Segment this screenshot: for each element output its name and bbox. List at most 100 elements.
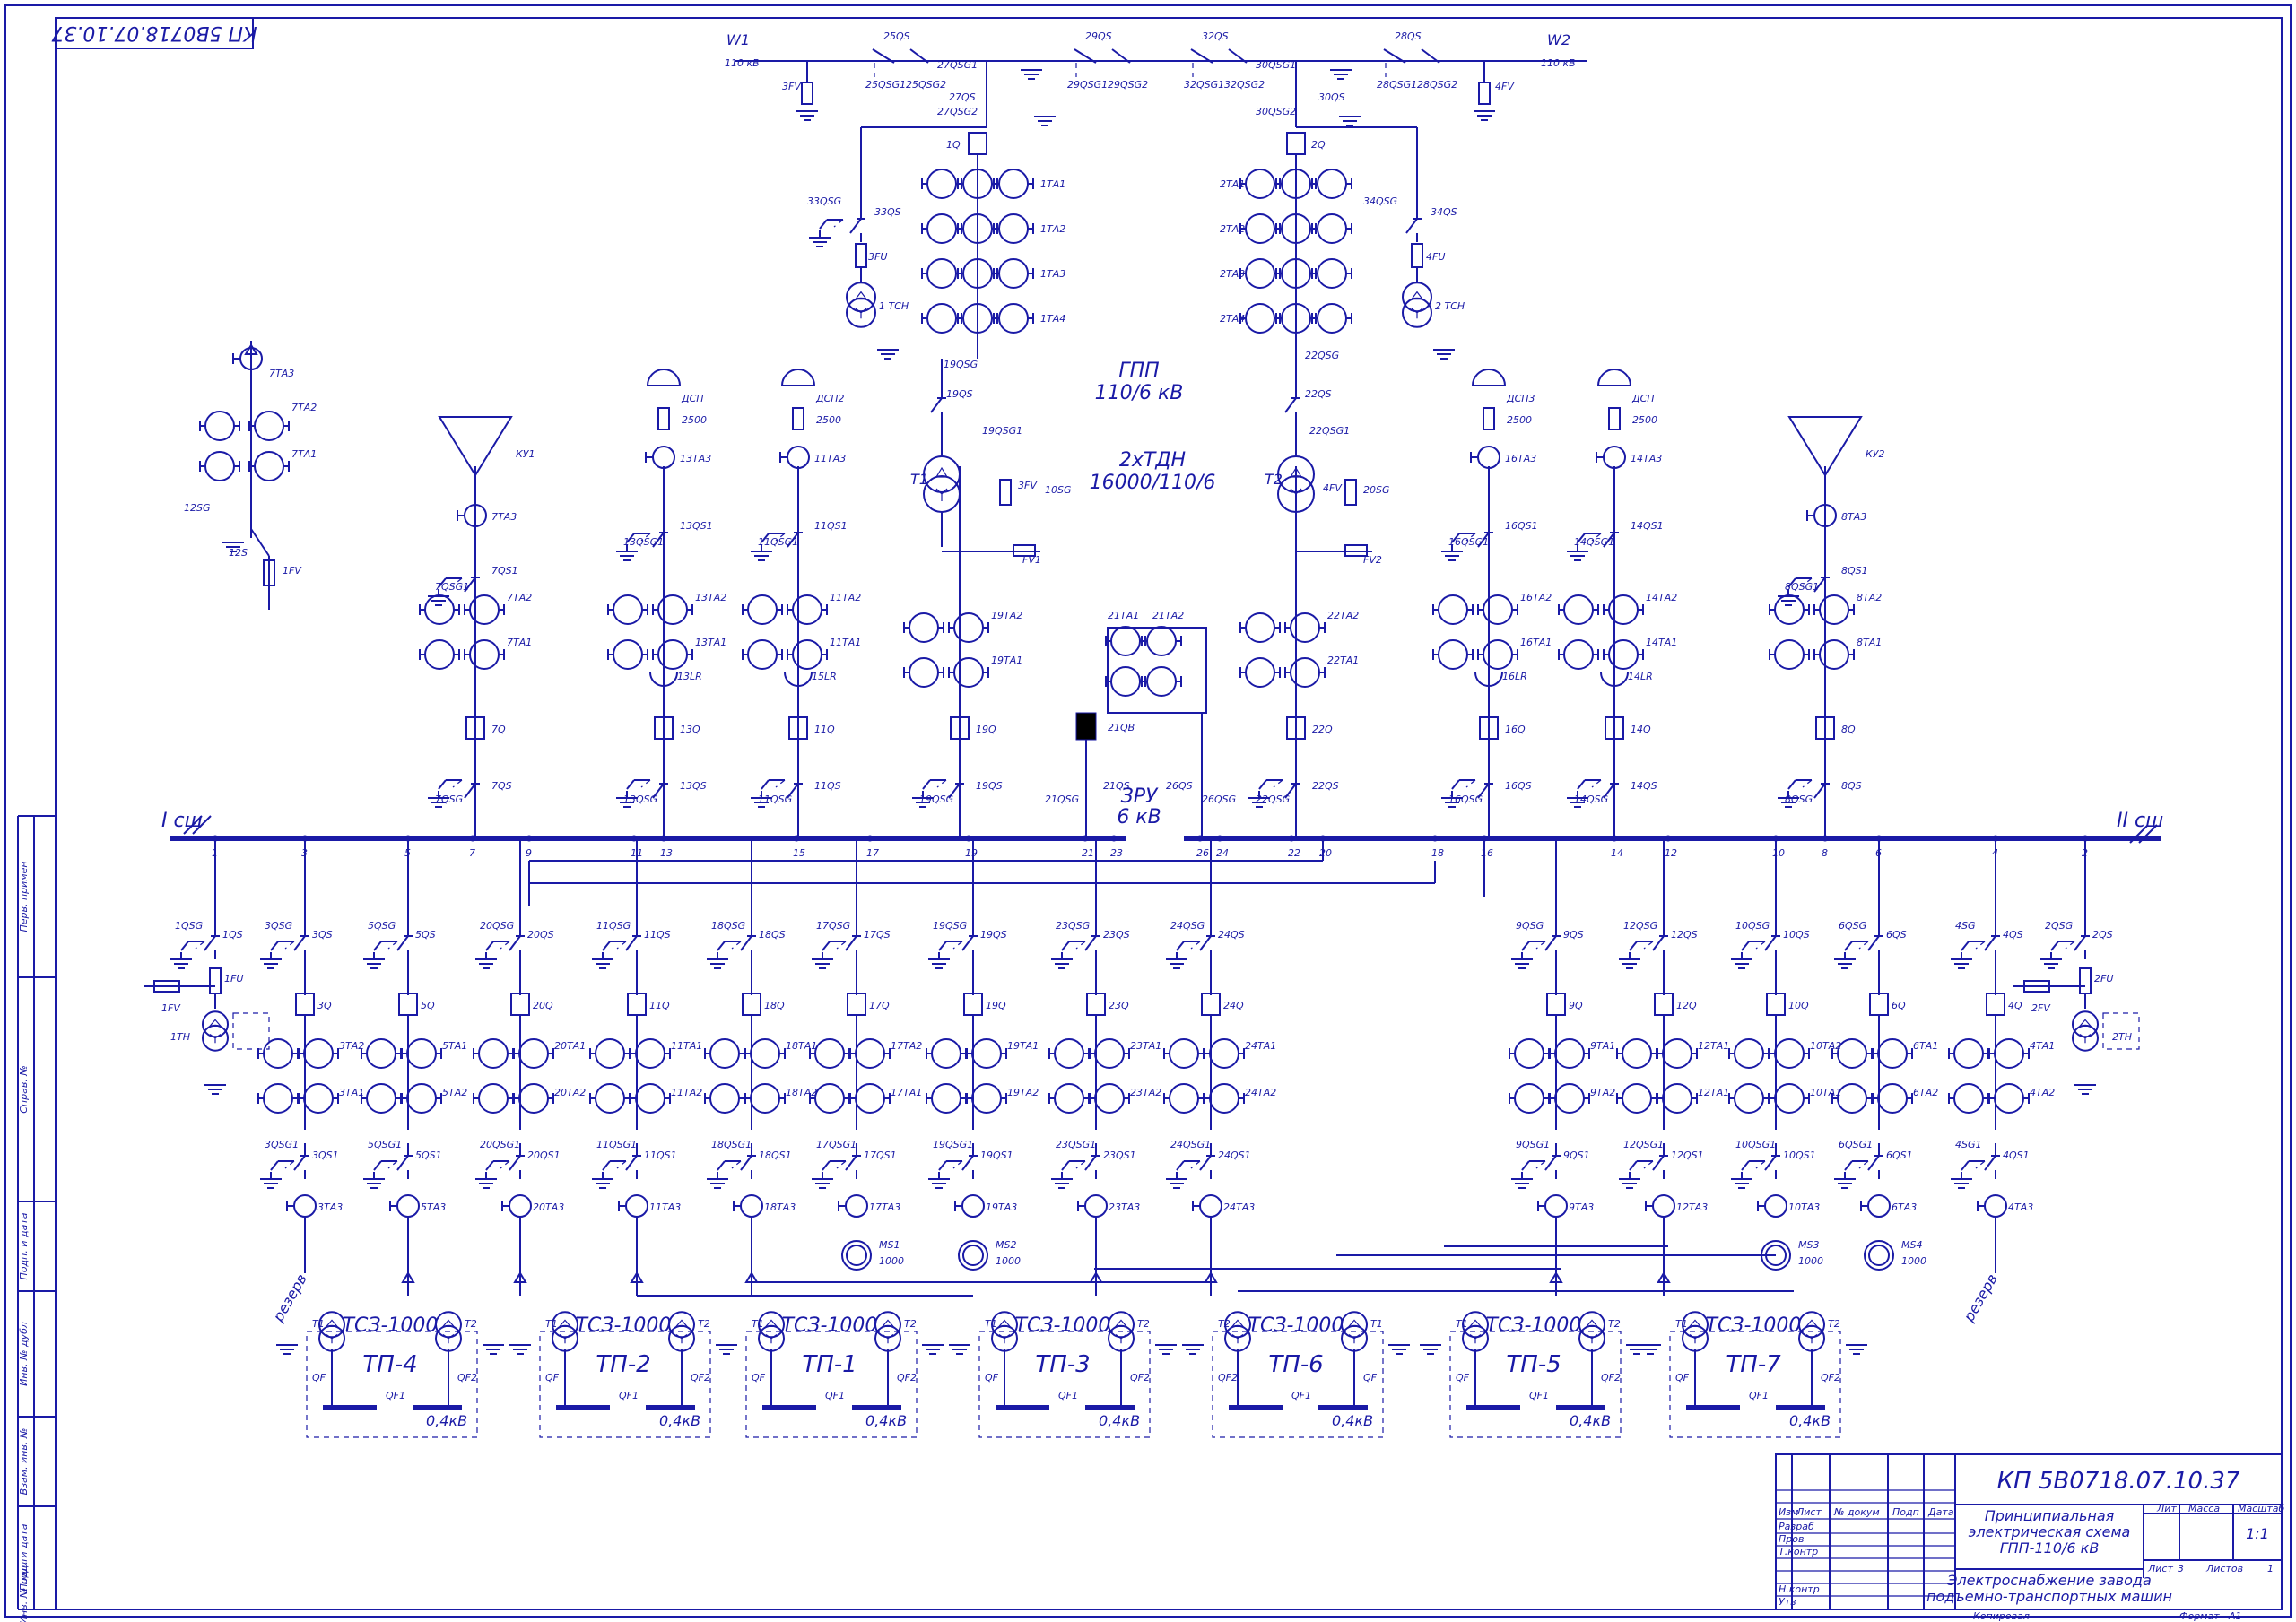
feeder-disconnector-top [1477, 520, 1493, 556]
earth-interlock [775, 533, 786, 542]
earth-interlock [731, 1160, 742, 1169]
feeder-qs1: 11QS1 [644, 1149, 677, 1161]
trafo-winding-hv [318, 1311, 345, 1339]
feeder-qsg1: 12QSG1 [1623, 1139, 1664, 1150]
earth-blade [485, 941, 494, 951]
switch-blade [1764, 1155, 1777, 1171]
bus-tap-number: 14 [1611, 847, 1623, 859]
feeder-q: 12Q [1676, 1000, 1697, 1011]
substation-name: ТП-6 [1268, 1351, 1323, 1378]
trafo-winding-lv [2072, 1024, 2099, 1052]
earth-ground [707, 1178, 728, 1189]
ct-ring [1877, 1083, 1908, 1114]
vt-ground [2074, 1084, 2096, 1095]
earth-interlock [1273, 779, 1283, 788]
star-mark [1469, 1334, 1482, 1344]
feeder-ct-out [1537, 1194, 1568, 1218]
feeder-ct-label: 16ТА1 [1520, 637, 1552, 648]
feeder-breaker [295, 993, 315, 1016]
feeder-ct-out-label: 4ТА3 [2008, 1201, 2033, 1213]
ct-ring [204, 411, 235, 441]
scale-value: 1:1 [2246, 1525, 2269, 1542]
switch-blade [1199, 935, 1212, 951]
feeder-ct [1728, 1038, 1770, 1069]
feeder-earth [1511, 941, 1546, 969]
sect-ct-box [1107, 627, 1207, 714]
feeder-ct-out-label: 23ТА3 [1109, 1201, 1140, 1213]
motor-label: MS1 [879, 1239, 900, 1251]
feeder-qs1: 14QS1 [1631, 520, 1664, 532]
earth-interlock [952, 941, 963, 950]
feeder-ct-label: 20ТА2 [554, 1087, 586, 1098]
line-switch-blade-2 [909, 48, 929, 64]
feeder-qsg1: 24QSG1 [1170, 1139, 1211, 1150]
earth-blade [1176, 1160, 1185, 1171]
ct-ring [1994, 1038, 2024, 1069]
feeder-ct-label: 19ТА2 [1007, 1087, 1039, 1098]
earth-interlock [1075, 941, 1086, 950]
feeder-ct [1048, 1083, 1090, 1114]
feeder-qsg1: 19QSG1 [933, 1139, 973, 1150]
substation-trafo: ТСЗ-1000 [1248, 1314, 1344, 1337]
ct-ring [657, 639, 688, 670]
ct-ring [469, 639, 500, 670]
substation-t-right: Т2 [1608, 1318, 1621, 1330]
feeder-ct-label: 13ТА1 [695, 637, 726, 648]
inline-ct-ring [1603, 446, 1626, 469]
t2-label: 20SG [1363, 484, 1390, 496]
feeder-disconnector-lower [1084, 1143, 1100, 1179]
feeder-q: 10Q [1788, 1000, 1809, 1011]
switch-blade [849, 218, 862, 234]
feeder-ct [630, 1083, 671, 1114]
ct-ring [1554, 1083, 1585, 1114]
feeder-q: 24Q [1223, 1000, 1244, 1011]
feeder-q: 19Q [986, 1000, 1006, 1011]
bus-tap-number: 22 [1288, 847, 1300, 859]
hv-ct-left [993, 303, 1034, 334]
feeder-ct [1509, 1038, 1550, 1069]
feeder-earth [1619, 941, 1654, 969]
earth-ground [707, 958, 728, 969]
feeder-ct-label: 14ТА1 [1646, 637, 1677, 648]
feeder-ct [607, 639, 648, 670]
substation-t-left: Т1 [545, 1318, 558, 1330]
feeder-ct [199, 451, 240, 481]
switch-blade [1867, 935, 1880, 951]
feeder-breaker [1654, 993, 1674, 1016]
feeder-ct [926, 1038, 967, 1069]
feeder-earth-lower [1051, 1160, 1086, 1189]
hv-ct-left [993, 258, 1034, 289]
delta-mark [441, 1319, 456, 1327]
earth-blade [270, 941, 279, 951]
substation-lv: 0,4кВ [1570, 1412, 1611, 1429]
line-switch-blade-2 [1111, 48, 1131, 64]
bus-tap-number: 10 [1772, 847, 1785, 859]
switch-blade [625, 935, 638, 951]
feeder-ct-out-label: 5ТА3 [421, 1201, 446, 1213]
feeder-qsg: 9QSG [1516, 920, 1544, 932]
hv-ct-left [993, 213, 1034, 244]
vt-label: 1ТН [170, 1031, 190, 1043]
feeder-ct-label: 14ТА3 [1631, 453, 1662, 464]
sect-breaker-label: 21QB [1108, 722, 1135, 733]
earth-ground [170, 958, 192, 969]
feeder-name: КУ2 [1866, 448, 1885, 460]
bus-tap-dot [1288, 835, 1295, 842]
bus-tap-number: 9 [526, 847, 532, 859]
substation-ground [1182, 1344, 1204, 1355]
feeder-q: 8Q [1841, 724, 1856, 735]
earth-blade [938, 1160, 947, 1171]
earth-ground [592, 958, 613, 969]
switch-blade [961, 1155, 974, 1171]
feeder-ct-label: 11ТА2 [671, 1087, 702, 1098]
feeder-ct-label: 24ТА2 [1245, 1087, 1276, 1098]
tap-label: 27QSG1 [937, 59, 978, 71]
feeder-ct [298, 1038, 339, 1069]
ct-ring [1209, 1038, 1239, 1069]
earth-blade [1577, 533, 1586, 543]
star-mark [1411, 308, 1423, 319]
vt-box [232, 1012, 270, 1050]
